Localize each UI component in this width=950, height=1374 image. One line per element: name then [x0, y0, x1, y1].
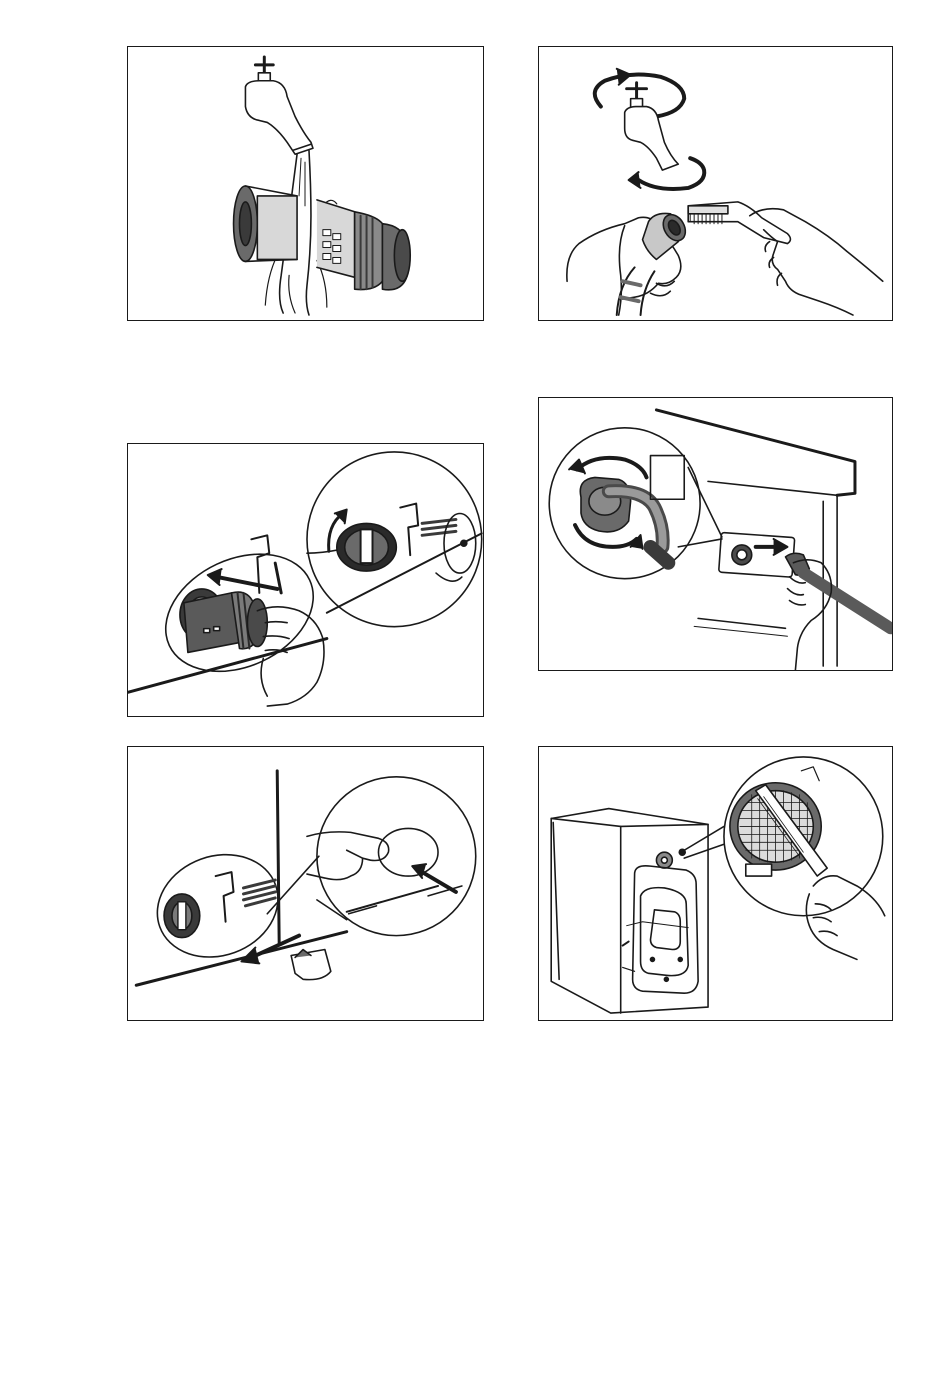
figure-open-filter-flap [127, 746, 484, 1021]
figure-clean-inlet-filter [538, 46, 893, 321]
open-filter-flap-icon [128, 747, 483, 1020]
figure-remove-pump-filter [127, 443, 484, 717]
figure-clean-valve-filter [538, 746, 893, 1021]
rinse-filter-under-tap-icon [128, 47, 483, 320]
clean-valve-filter-icon [539, 747, 892, 1020]
figure-rinse-pump-filter [127, 46, 484, 321]
figure-unscrew-inlet-hose [538, 397, 893, 671]
clean-hose-filter-with-brush-icon [539, 47, 892, 320]
unscrew-inlet-hose-icon [539, 398, 892, 670]
remove-pump-filter-icon [128, 444, 483, 716]
